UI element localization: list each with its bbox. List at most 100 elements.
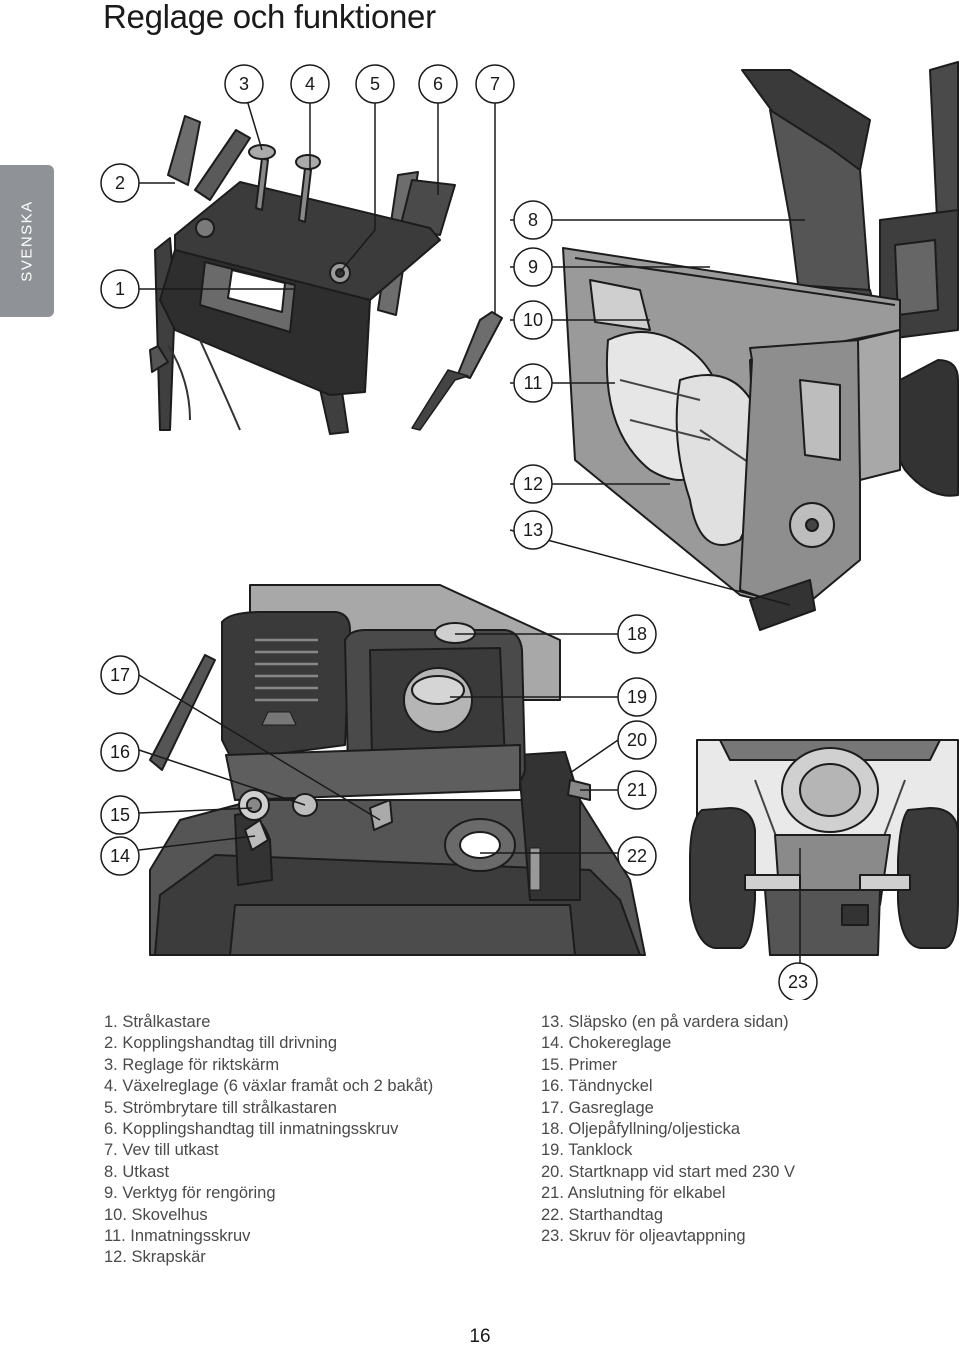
callout-14: 14 xyxy=(100,836,140,876)
callout-number: 21 xyxy=(627,780,647,800)
callout-9: 9 xyxy=(513,247,553,287)
control-panel-illustration xyxy=(149,115,503,435)
underside-illustration xyxy=(689,739,959,956)
legend-item: 16. Tändnyckel xyxy=(541,1077,653,1096)
legend-right: 13. Släpsko (en på vardera sidan) 14. Ch… xyxy=(541,1012,795,1247)
callout-4: 4 xyxy=(290,64,330,104)
callout-10: 10 xyxy=(513,300,553,340)
legend-item: 7. Vev till utkast xyxy=(104,1141,219,1160)
legend-item: 8. Utkast xyxy=(104,1162,170,1181)
callout-11: 11 xyxy=(513,363,553,403)
callout-circle xyxy=(513,510,553,550)
callout-number: 15 xyxy=(110,805,130,825)
legend-item: 11. Inmatningsskruv xyxy=(104,1227,251,1246)
legend-item: 12. Skrapskär xyxy=(104,1248,206,1267)
callout-circle xyxy=(290,64,330,104)
callout-number: 16 xyxy=(110,742,130,762)
callout-23: 23 xyxy=(778,962,818,1000)
callout-number: 8 xyxy=(528,210,538,230)
callout-number: 9 xyxy=(528,257,538,277)
callout-6: 6 xyxy=(418,64,458,104)
auger-housing-illustration xyxy=(562,61,959,631)
callout-number: 18 xyxy=(627,624,647,644)
legend-item: 1. Strålkastare xyxy=(104,1013,211,1031)
legend-item: 23. Skruv för oljeavtappning xyxy=(541,1227,746,1246)
callout-circle xyxy=(617,677,657,717)
callout-circle xyxy=(513,200,553,240)
controls-illustration: 1 2 3 4 5 6 7 8 9 10 11 12 13 14 15 16 1… xyxy=(100,61,959,1000)
callout-17: 17 xyxy=(100,655,140,695)
callout-number: 1 xyxy=(115,279,125,299)
callout-circle xyxy=(513,363,553,403)
callout-2: 2 xyxy=(100,163,140,203)
callout-circle xyxy=(617,770,657,810)
callout-circle xyxy=(617,720,657,760)
callout-number: 2 xyxy=(115,173,125,193)
callout-number: 13 xyxy=(523,520,543,540)
callout-number: 10 xyxy=(523,310,543,330)
language-tab: SVENSKA xyxy=(0,165,54,317)
callout-number: 6 xyxy=(433,74,443,94)
callout-number: 5 xyxy=(370,74,380,94)
legend-item: 17. Gasreglage xyxy=(541,1098,654,1117)
legend-item: 13. Släpsko (en på vardera sidan) xyxy=(541,1013,789,1031)
callout-1: 1 xyxy=(100,269,140,309)
callout-circle xyxy=(355,64,395,104)
legend-item: 9. Verktyg för rengöring xyxy=(104,1184,276,1203)
legend-item: 10. Skovelhus xyxy=(104,1205,208,1224)
callout-12: 12 xyxy=(513,464,553,504)
legend-item: 19. Tanklock xyxy=(541,1141,633,1160)
callout-13: 13 xyxy=(513,510,553,550)
callout-circle xyxy=(617,614,657,654)
callout-15: 15 xyxy=(100,795,140,835)
legend-item: 5. Strömbrytare till strålkastaren xyxy=(104,1098,337,1117)
callout-number: 20 xyxy=(627,730,647,750)
engine-illustration xyxy=(149,584,646,956)
callout-21: 21 xyxy=(617,770,657,810)
callout-circle xyxy=(778,962,818,1000)
callout-circle xyxy=(513,300,553,340)
callout-circle xyxy=(224,64,264,104)
callout-circle xyxy=(100,836,140,876)
page-title: Reglage och funktioner xyxy=(103,0,436,35)
callout-number: 11 xyxy=(524,373,543,393)
callout-circle xyxy=(100,163,140,203)
callout-number: 19 xyxy=(627,687,647,707)
callout-circle xyxy=(100,795,140,835)
legend-item: 6. Kopplingshandtag till inmatningsskruv xyxy=(104,1120,399,1139)
callout-8: 8 xyxy=(513,200,553,240)
callout-circle xyxy=(100,269,140,309)
callout-circle xyxy=(100,732,140,772)
callout-number: 4 xyxy=(305,74,315,94)
callout-circle xyxy=(418,64,458,104)
legend-item: 18. Oljepåfyllning/oljesticka xyxy=(541,1120,741,1139)
legend-item: 2. Kopplingshandtag till drivning xyxy=(104,1034,337,1053)
callout-circle xyxy=(100,655,140,695)
legend-item: 22. Starthandtag xyxy=(541,1205,664,1224)
callout-circle xyxy=(513,464,553,504)
callout-circle xyxy=(513,247,553,287)
callout-18: 18 xyxy=(617,614,657,654)
page-number: 16 xyxy=(469,1326,491,1347)
callout-5: 5 xyxy=(355,64,395,104)
callout-16: 16 xyxy=(100,732,140,772)
leader-lines xyxy=(138,99,805,965)
legend-item: 14. Chokereglage xyxy=(541,1034,672,1053)
callout-number: 23 xyxy=(788,972,808,992)
callout-22: 22 xyxy=(617,836,657,876)
legend-item: 3. Reglage för riktskärm xyxy=(104,1055,280,1074)
callout-circle xyxy=(475,64,515,104)
callout-number: 12 xyxy=(523,474,543,494)
callout-number: 3 xyxy=(239,74,249,94)
callout-markers: 1 2 3 4 5 6 7 8 9 10 11 12 13 14 15 16 1… xyxy=(100,64,818,1000)
callout-number: 22 xyxy=(627,846,647,866)
legend-item: 15. Primer xyxy=(541,1055,618,1074)
legend-item: 20. Startknapp vid start med 230 V xyxy=(541,1162,796,1181)
legend-item: 4. Växelreglage (6 växlar framåt och 2 b… xyxy=(104,1077,434,1096)
callout-number: 14 xyxy=(110,846,130,866)
callout-number: 7 xyxy=(490,74,500,94)
callout-3: 3 xyxy=(224,64,264,104)
callout-20: 20 xyxy=(617,720,657,760)
callout-circle xyxy=(617,836,657,876)
legend-item: 21. Anslutning för elkabel xyxy=(541,1184,726,1203)
